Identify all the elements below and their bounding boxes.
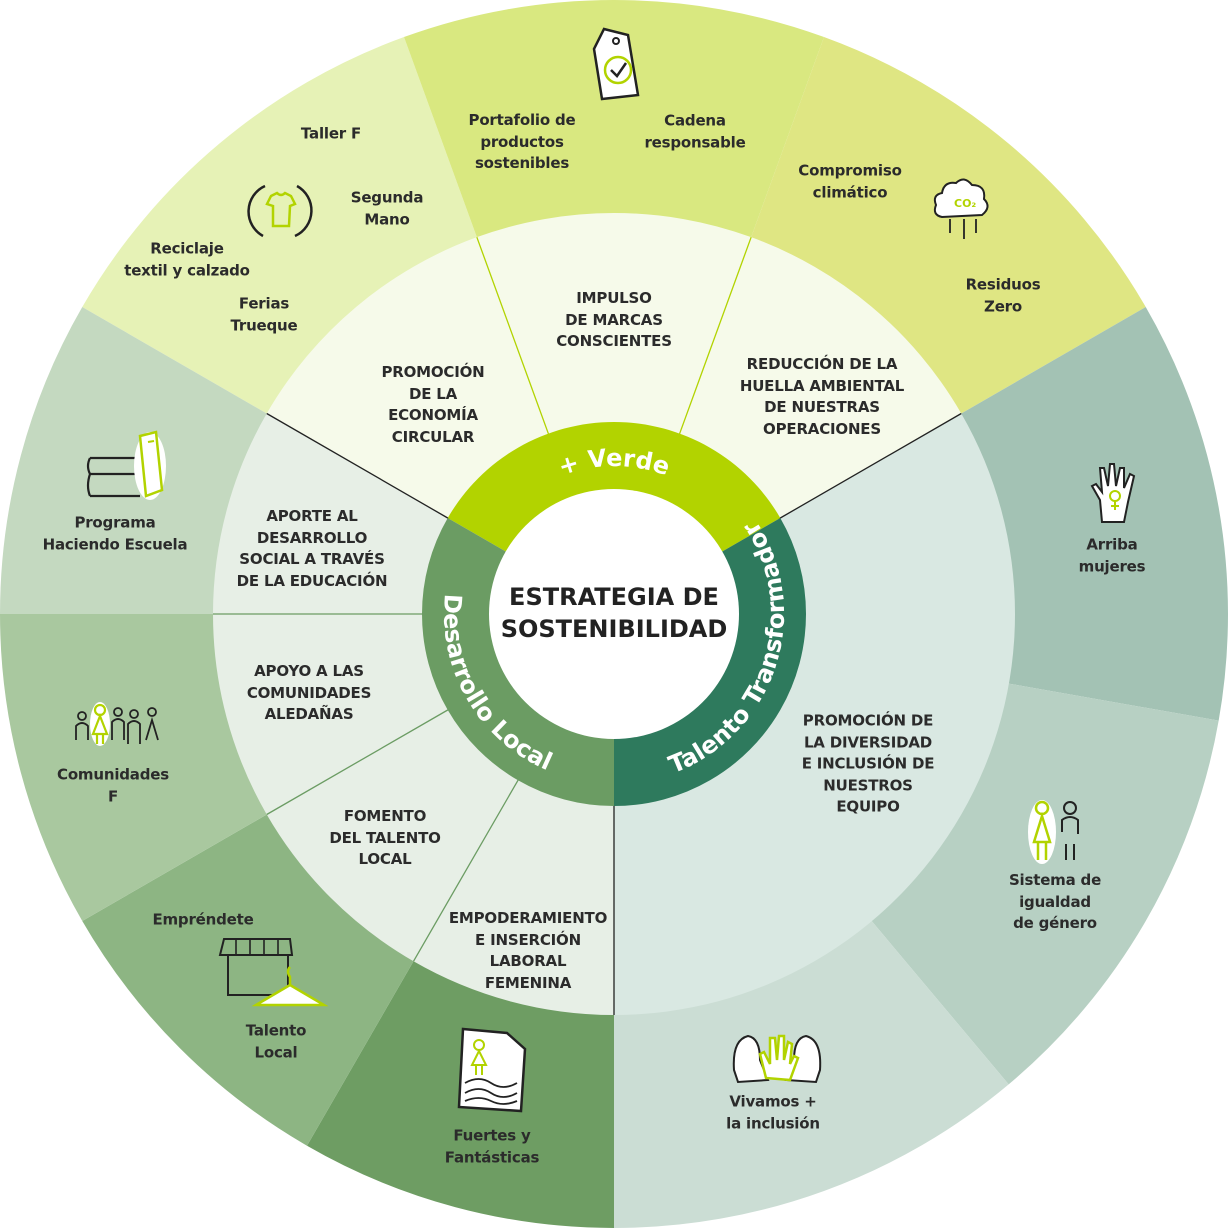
- strategic-line-sector: [476, 213, 752, 436]
- line-economia-circular: PROMOCIÓN DE LA ECONOMÍA CIRCULAR: [381, 363, 485, 446]
- eco-tag-icon: [592, 27, 640, 101]
- program-sector-huella-ambiental: [750, 37, 1146, 414]
- sector-divider: [266, 412, 450, 520]
- program-sector-comunidades: [0, 614, 268, 921]
- center-title: ESTRATEGIA DE SOSTENIBILIDAD: [500, 583, 728, 643]
- hand-female-icon: [1090, 463, 1136, 523]
- line-huella-ambiental: REDUCCIÓN DE LA HUELLA AMBIENTAL DE NUES…: [739, 355, 905, 438]
- program-residuos: Residuos Zero: [965, 275, 1041, 316]
- program-reciclaje: Reciclaje textil y calzado: [124, 239, 250, 280]
- sector-divider: [778, 412, 962, 520]
- program-talento-local: Talento Local: [245, 1021, 307, 1062]
- line-comunidades: APOYO A LAS COMUNIDADES ALEDAÑAS: [246, 661, 372, 723]
- strategic-line-sector: [213, 413, 450, 614]
- books-icon: [86, 430, 166, 500]
- sector-divider: [266, 708, 450, 816]
- program-cadena: Cadena responsable: [644, 111, 746, 152]
- program-igualdad: Sistema de igualdad de género: [1008, 870, 1102, 932]
- program-comunidades: Comunidades F: [57, 765, 169, 806]
- strategic-line-sector: [413, 778, 614, 1015]
- program-ferias-trueque: Ferias Trueque: [230, 294, 298, 335]
- sector-divider: [678, 236, 752, 436]
- line-educacion: APORTE AL DESARROLLO SOCIAL A TRAVÉS DE …: [236, 507, 388, 590]
- hands-inclusion-icon: [732, 1034, 822, 1084]
- center-circle: [489, 489, 739, 739]
- program-arriba-mujeres: Arriba mujeres: [1078, 535, 1146, 576]
- recycle-tshirt-icon: [247, 184, 313, 238]
- community-people-icon: [75, 702, 159, 746]
- program-taller-f: Taller F: [300, 124, 362, 143]
- program-sector-educacion: [0, 307, 268, 614]
- pillar-segment: [447, 422, 781, 552]
- strategic-line-sector: [266, 709, 519, 962]
- line-diversidad: PROMOCIÓN DE LA DIVERSIDAD E INCLUSIÓN D…: [801, 711, 935, 816]
- program-haciendo-escuela: Programa Haciendo Escuela: [42, 513, 188, 554]
- store-hanger-icon: [218, 938, 329, 1007]
- co2-cloud-icon: CO₂: [933, 178, 989, 239]
- strategic-line-sector: [614, 413, 1015, 1015]
- program-emprendete: Empréndete: [152, 910, 254, 929]
- line-empoderamiento: EMPODERAMIENTO E INSERCIÓN LABORAL FEMEN…: [448, 909, 608, 992]
- strategic-line-sector: [266, 237, 550, 519]
- line-marcas-conscientes: IMPULSO DE MARCAS CONSCIENTES: [556, 288, 672, 350]
- svg-text:CO₂: CO₂: [954, 197, 976, 210]
- program-segunda-mano: Segunda Mano: [350, 188, 424, 229]
- program-sector-marcas-conscientes: [403, 0, 825, 239]
- strategic-line-sector: [678, 237, 962, 519]
- pillar-segment: [421, 518, 614, 806]
- program-portafolio: Portafolio de productos sostenibles: [468, 110, 576, 172]
- sector-divider: [476, 236, 550, 436]
- document-woman-icon: [457, 1027, 527, 1113]
- program-compromiso: Compromiso climático: [798, 161, 902, 202]
- program-sector-igualdad-genero: [871, 683, 1219, 1085]
- program-fuertes: Fuertes y Fantásticas: [444, 1126, 540, 1167]
- strategic-line-sector: [213, 614, 450, 815]
- program-sector-arriba-mujeres: [960, 307, 1228, 721]
- program-vivamos: Vivamos + la inclusión: [726, 1092, 820, 1133]
- line-talento-local: FOMENTO DEL TALENTO LOCAL: [329, 806, 441, 868]
- gender-equality-icon: [1028, 800, 1079, 864]
- sector-divider: [412, 778, 520, 962]
- pillar-segment: [614, 518, 807, 806]
